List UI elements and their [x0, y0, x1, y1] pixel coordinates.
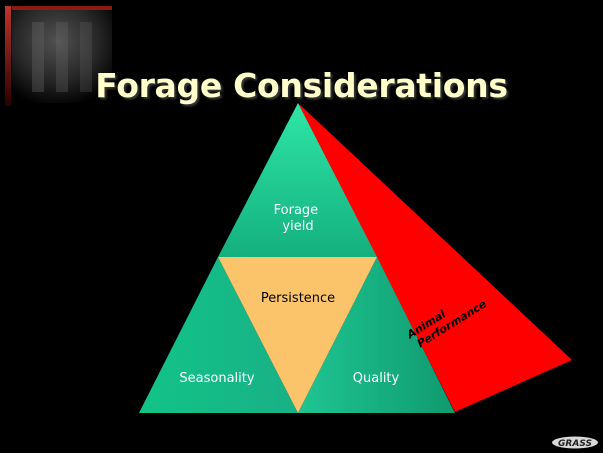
animal-performance-wedge	[298, 103, 572, 412]
forage-yield-line1: Forage	[274, 203, 319, 218]
quality-label: Quality	[353, 371, 400, 386]
forage-yield-label: Forage yield	[274, 203, 323, 234]
seasonality-triangle	[139, 257, 298, 413]
grass-logo-text: GRASS	[558, 439, 592, 449]
seasonality-label: Seasonality	[179, 371, 254, 386]
forage-yield-line2: yield	[282, 219, 313, 234]
persistence-triangle	[218, 257, 377, 413]
persistence-label: Persistence	[261, 291, 335, 306]
corner-decoration	[5, 6, 112, 106]
forage-yield-triangle	[218, 103, 377, 257]
slide-title: Forage Considerations	[95, 66, 508, 105]
quality-triangle	[298, 257, 455, 413]
grass-logo: GRASS	[552, 436, 598, 449]
